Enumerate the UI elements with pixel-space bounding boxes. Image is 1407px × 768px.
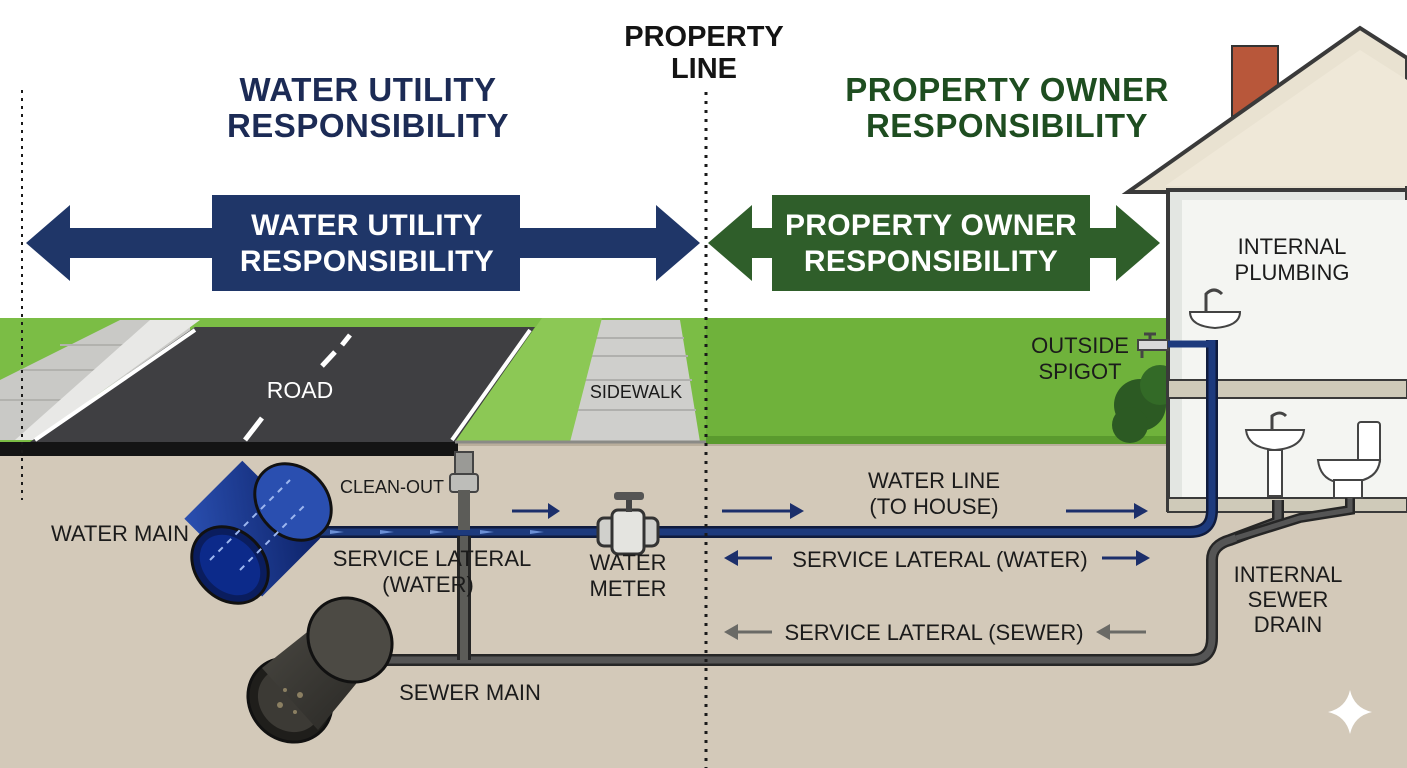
toilet-icon — [1316, 421, 1382, 499]
internal-sewer-drain-label-line1: INTERNAL — [1234, 562, 1343, 587]
owner-banner-line1: PROPERTY OWNER — [785, 209, 1077, 242]
water-meter-label-line2: METER — [590, 576, 667, 601]
outside-spigot-label-line2: SPIGOT — [1038, 359, 1121, 384]
road-lane-marks — [243, 333, 352, 442]
utility-responsibility-arrow — [26, 195, 700, 291]
utility-banner-line1: WATER UTILITY — [251, 209, 483, 242]
road-label: ROAD — [267, 377, 333, 403]
sewer-main-pipe — [246, 596, 394, 744]
upper-room — [1182, 200, 1407, 380]
clean-out-label: CLEAN-OUT — [340, 477, 444, 497]
water-meter-icon — [596, 492, 660, 556]
sewer-main-label: SEWER MAIN — [399, 680, 541, 705]
flow-arrows — [512, 503, 1150, 640]
service-lateral-sewer-owner-label: SERVICE LATERAL (SEWER) — [784, 620, 1083, 645]
curb — [15, 320, 200, 440]
road-edge — [0, 442, 458, 456]
sidewalk-label: SIDEWALK — [590, 382, 682, 402]
owner-header-line1: PROPERTY OWNER — [845, 71, 1169, 108]
internal-plumbing-label-line2: PLUMBING — [1235, 260, 1350, 285]
lower-sink-icon — [1244, 411, 1306, 497]
utility-header-line2: RESPONSIBILITY — [227, 107, 509, 144]
floor — [1167, 379, 1407, 399]
water-main-label: WATER MAIN — [51, 521, 189, 546]
owner-banner-line2: RESPONSIBILITY — [804, 245, 1058, 278]
clean-out-riser — [449, 451, 479, 530]
water-main-pipe — [184, 460, 333, 605]
upper-sink-icon — [1188, 288, 1242, 330]
utility-header-line1: WATER UTILITY — [239, 71, 496, 108]
owner-responsibility-arrow — [708, 195, 1160, 291]
outside-spigot-label-line1: OUTSIDE — [1031, 333, 1129, 358]
water-meter-label-line1: WATER — [590, 550, 667, 575]
sewer-line — [365, 498, 1355, 666]
property-line-label-line2: LINE — [671, 53, 737, 85]
sparkle-icon — [1328, 690, 1372, 734]
water-line-label-line2: (TO HOUSE) — [869, 494, 998, 519]
service-lateral-water-label-line1: SERVICE LATERAL — [333, 546, 531, 571]
service-lateral-water-owner-label: SERVICE LATERAL (WATER) — [792, 547, 1087, 572]
property-line-label-line1: PROPERTY — [624, 21, 784, 53]
service-lateral-water-label-line2: (WATER) — [382, 572, 474, 597]
internal-plumbing-label-line1: INTERNAL — [1238, 234, 1347, 259]
water-flow-ticks — [330, 530, 544, 534]
internal-sewer-drain-label-line3: DRAIN — [1254, 612, 1322, 637]
internal-sewer-drain-label-line2: SEWER — [1248, 587, 1329, 612]
water-line-label-line1: WATER LINE — [868, 468, 1000, 493]
owner-lawn — [706, 318, 1166, 442]
owner-header-line2: RESPONSIBILITY — [866, 107, 1148, 144]
water-service-line — [295, 340, 1218, 538]
utility-banner-line2: RESPONSIBILITY — [240, 245, 494, 278]
